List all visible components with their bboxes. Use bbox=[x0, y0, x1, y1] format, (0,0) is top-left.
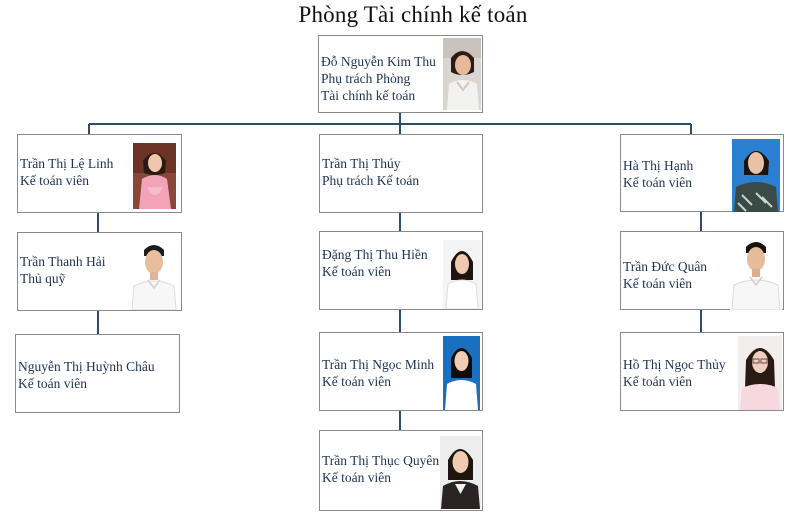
member-name: Trần Thị Thúy bbox=[322, 156, 401, 171]
member-name: Hồ Thị Ngọc Thủy bbox=[623, 357, 726, 372]
member-role: Kế toán viên bbox=[322, 374, 391, 389]
member-text: Trần Thị Ngọc Minh Kế toán viên bbox=[322, 356, 434, 390]
member-role: Kế toán viên bbox=[623, 374, 692, 389]
member-name: Đặng Thị Thu Hiền bbox=[322, 247, 428, 262]
member-photo bbox=[738, 336, 782, 410]
member-name: Trần Thanh Hải bbox=[20, 254, 106, 269]
member-photo bbox=[732, 139, 780, 212]
head-name: Đỗ Nguyễn Kim Thu bbox=[321, 54, 436, 69]
member-text: Hồ Thị Ngọc Thủy Kế toán viên bbox=[623, 356, 726, 390]
member-name: Trần Thị Lệ Linh bbox=[20, 156, 114, 171]
member-role: Kế toán viên bbox=[18, 376, 87, 391]
member-role: Kế toán viên bbox=[322, 264, 391, 279]
member-text: Trần Thanh Hải Thủ quỹ bbox=[20, 253, 106, 287]
head-photo bbox=[443, 38, 481, 110]
chart-title: Phòng Tài chính kế toán bbox=[298, 2, 528, 27]
member-photo bbox=[130, 240, 178, 310]
head-text: Đỗ Nguyễn Kim Thu Phụ trách Phòng Tài ch… bbox=[321, 53, 436, 104]
member-name: Trần Thị Ngọc Minh bbox=[322, 357, 435, 372]
member-name: Trần Thị Thục Quyên bbox=[322, 453, 440, 468]
member-name: Hà Thị Hạnh bbox=[623, 158, 694, 173]
member-text: Nguyễn Thị Huỳnh Châu Kế toán viên bbox=[18, 358, 155, 392]
member-role: Thủ quỹ bbox=[20, 271, 66, 286]
head-node[interactable]: Đỗ Nguyễn Kim Thu Phụ trách Phòng Tài ch… bbox=[318, 35, 483, 113]
member-node[interactable]: Đặng Thị Thu Hiền Kế toán viên bbox=[319, 231, 483, 310]
member-text: Trần Đức Quân Kế toán viên bbox=[623, 258, 707, 292]
member-photo bbox=[440, 436, 481, 509]
member-text: Hà Thị Hạnh Kế toán viên bbox=[623, 157, 693, 191]
member-role: Kế toán viên bbox=[623, 175, 692, 190]
member-name: Nguyễn Thị Huỳnh Châu bbox=[18, 359, 155, 374]
member-photo bbox=[443, 240, 481, 309]
member-node[interactable]: Trần Đức Quân Kế toán viên bbox=[620, 231, 784, 310]
head-role-line2: Tài chính kế toán bbox=[321, 88, 416, 103]
member-role: Kế toán viên bbox=[322, 470, 391, 485]
member-node[interactable]: Nguyễn Thị Huỳnh Châu Kế toán viên bbox=[15, 334, 180, 413]
head-role-line1: Phụ trách Phòng bbox=[321, 71, 411, 86]
member-node[interactable]: Trần Thị Thúy Phụ trách Kế toán bbox=[319, 134, 483, 213]
member-text: Trần Thị Lệ Linh Kế toán viên bbox=[20, 155, 113, 189]
member-node[interactable]: Trần Thanh Hải Thủ quỹ bbox=[17, 232, 182, 311]
member-photo bbox=[730, 237, 782, 310]
member-role: Phụ trách Kế toán bbox=[322, 173, 420, 188]
member-node[interactable]: Trần Thị Lệ Linh Kế toán viên bbox=[17, 134, 182, 213]
member-text: Trần Thị Thúy Phụ trách Kế toán bbox=[322, 155, 419, 189]
member-photo bbox=[443, 336, 480, 410]
member-node[interactable]: Hà Thị Hạnh Kế toán viên bbox=[620, 134, 784, 212]
member-node[interactable]: Hồ Thị Ngọc Thủy Kế toán viên bbox=[620, 332, 784, 411]
member-text: Đặng Thị Thu Hiền Kế toán viên bbox=[322, 246, 428, 280]
member-node[interactable]: Trần Thị Thục Quyên Kế toán viên bbox=[319, 430, 483, 511]
member-photo bbox=[133, 143, 176, 209]
member-role: Kế toán viên bbox=[20, 173, 89, 188]
member-text: Trần Thị Thục Quyên Kế toán viên bbox=[322, 452, 439, 486]
member-node[interactable]: Trần Thị Ngọc Minh Kế toán viên bbox=[319, 332, 483, 411]
member-role: Kế toán viên bbox=[623, 276, 692, 291]
member-name: Trần Đức Quân bbox=[623, 259, 708, 274]
